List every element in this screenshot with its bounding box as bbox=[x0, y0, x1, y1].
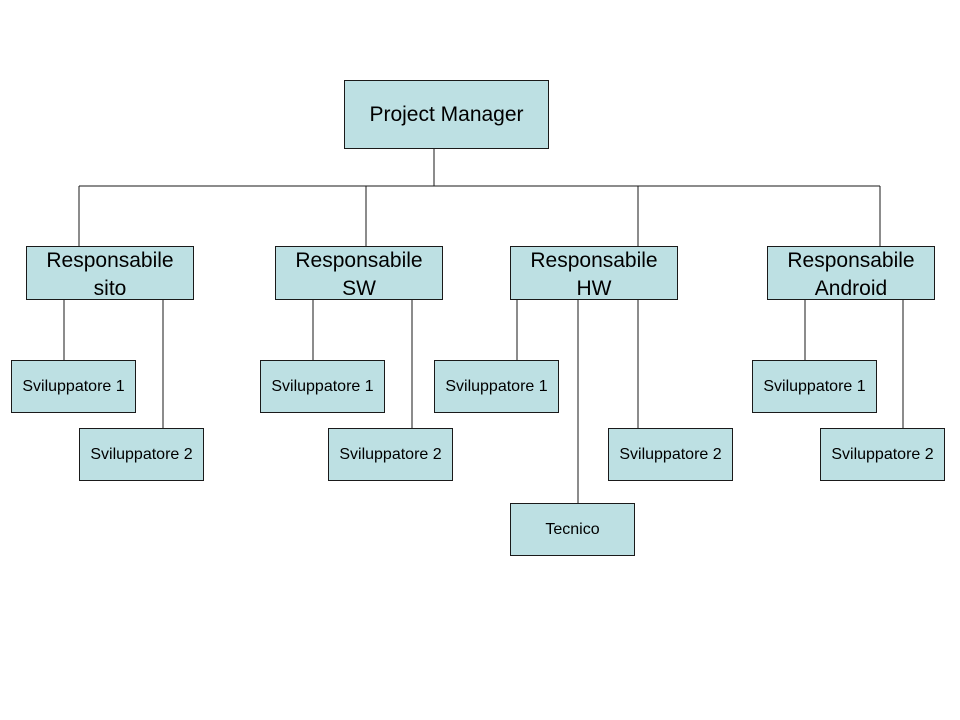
project-manager-label: Project Manager bbox=[369, 102, 524, 126]
manager-android-box: Responsabile Android bbox=[767, 246, 935, 300]
sw-developer-1-label: Sviluppatore 1 bbox=[271, 377, 374, 395]
manager-sito-box: Responsabile sito bbox=[26, 246, 194, 300]
manager-sw-title: Responsabile bbox=[295, 249, 423, 272]
sw-developer-2-box: Sviluppatore 2 bbox=[328, 428, 453, 481]
hw-technician-label: Tecnico bbox=[545, 520, 600, 538]
manager-android-area: Android bbox=[814, 277, 888, 300]
sito-developer-2-label: Sviluppatore 2 bbox=[90, 445, 193, 463]
manager-sito-title: Responsabile bbox=[46, 249, 174, 272]
sw-developer-1-box: Sviluppatore 1 bbox=[260, 360, 385, 413]
android-developer-1-box: Sviluppatore 1 bbox=[752, 360, 877, 413]
hw-developer-2-box: Sviluppatore 2 bbox=[608, 428, 733, 481]
manager-hw-area: HW bbox=[576, 277, 612, 300]
hw-developer-1-label: Sviluppatore 1 bbox=[445, 377, 548, 395]
manager-sw-box: Responsabile SW bbox=[275, 246, 443, 300]
manager-android-title: Responsabile bbox=[787, 249, 915, 272]
manager-hw-box: Responsabile HW bbox=[510, 246, 678, 300]
android-developer-1-label: Sviluppatore 1 bbox=[763, 377, 866, 395]
sito-developer-1-label: Sviluppatore 1 bbox=[22, 377, 125, 395]
android-developer-2-label: Sviluppatore 2 bbox=[831, 445, 934, 463]
sw-developer-2-label: Sviluppatore 2 bbox=[339, 445, 442, 463]
hw-developer-2-label: Sviluppatore 2 bbox=[619, 445, 722, 463]
manager-sito-area: sito bbox=[93, 277, 127, 300]
android-developer-2-box: Sviluppatore 2 bbox=[820, 428, 945, 481]
manager-sw-area: SW bbox=[342, 277, 376, 300]
hw-developer-1-box: Sviluppatore 1 bbox=[434, 360, 559, 413]
hw-technician-box: Tecnico bbox=[510, 503, 635, 556]
sito-developer-2-box: Sviluppatore 2 bbox=[79, 428, 204, 481]
sito-developer-1-box: Sviluppatore 1 bbox=[11, 360, 136, 413]
manager-hw-title: Responsabile bbox=[530, 249, 658, 272]
project-manager-box: Project Manager bbox=[344, 80, 549, 149]
